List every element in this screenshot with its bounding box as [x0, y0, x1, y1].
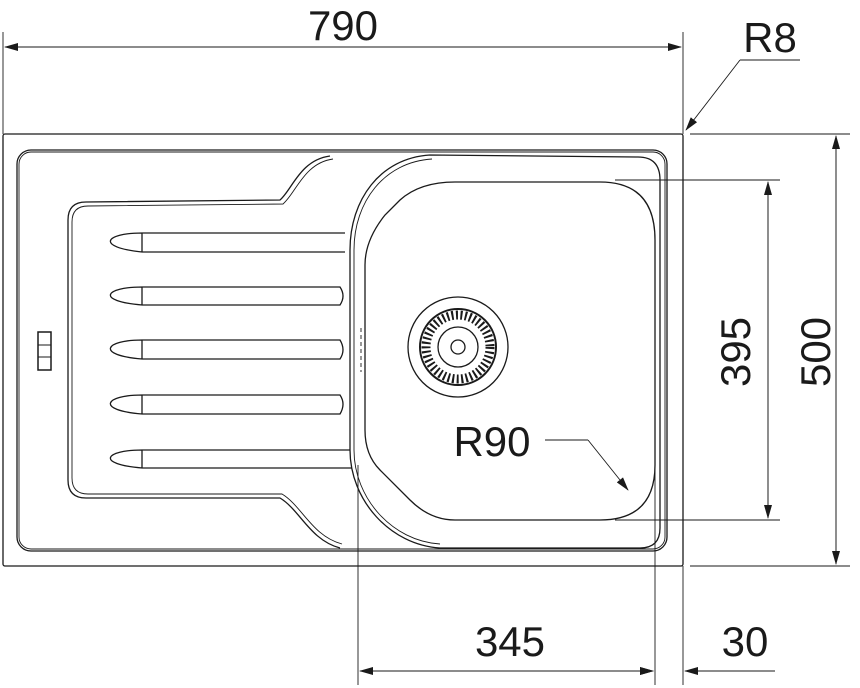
drainer-tray: [67, 155, 341, 549]
dimension-label-bowl-width: 345: [475, 618, 545, 665]
drainer-grooves: [109, 232, 352, 469]
dimension-label-bowl-depth: 395: [712, 317, 759, 387]
rim-outer: [16, 149, 668, 552]
dimension-depth: 500: [690, 133, 850, 567]
dimension-label-rim-offset: 30: [722, 618, 769, 665]
dimension-label-bowl-radius: R90: [453, 418, 530, 465]
dimension-rim-offset: 30: [620, 618, 775, 675]
bowl-rim: [349, 154, 661, 549]
dimension-width: 790: [2, 2, 684, 134]
dimension-bowl-radius: R90: [453, 418, 629, 491]
overflow-icon: [37, 331, 52, 371]
drain-icon: [407, 296, 509, 398]
dimension-corner-radius: R8: [685, 14, 800, 131]
dimension-bowl-depth: 395: [615, 179, 780, 521]
bowl-basin: [364, 181, 656, 521]
dimension-label-depth: 500: [792, 317, 839, 387]
sink-outline: [2, 133, 684, 567]
dimension-label-width: 790: [308, 2, 378, 49]
dimension-bowl-width: 345: [357, 465, 684, 685]
dimension-label-corner-radius: R8: [743, 14, 797, 61]
